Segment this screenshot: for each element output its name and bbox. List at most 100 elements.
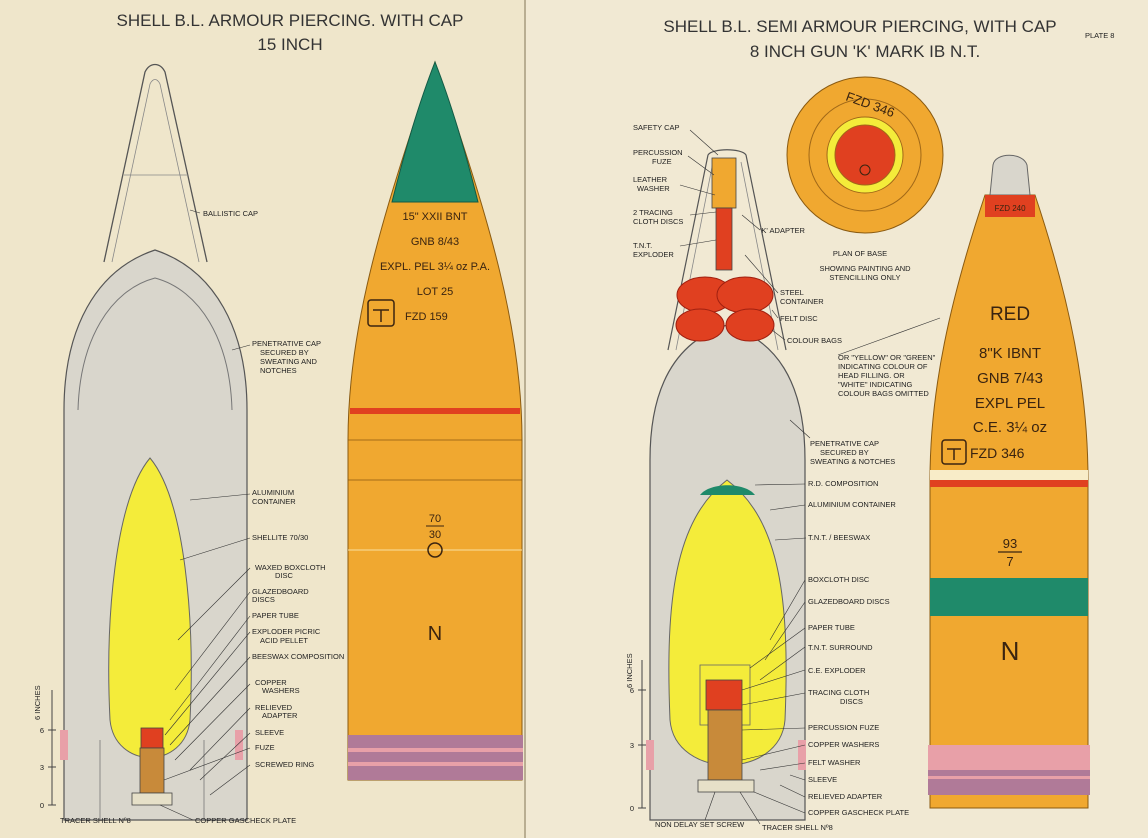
label-exploder-picric: EXPLODER PICRIC <box>252 627 321 636</box>
right-section-shell <box>646 149 806 821</box>
label-penetrative-cap: PENETRATIVE CAP <box>252 339 321 348</box>
label-steel-container: CONTAINER <box>780 297 824 306</box>
left-subtitle: 15 INCH <box>257 35 322 54</box>
left-stencil-3: EXPL. PEL 3¼ oz P.A. <box>380 261 490 273</box>
left-band-pink-right <box>235 730 243 760</box>
label-penetrative-cap-4: NOTCHES <box>260 366 297 375</box>
left-exterior-shell: 15" XXII BNT GNB 8/43 EXPL. PEL 3¼ oz P.… <box>347 60 523 781</box>
label-glazedboard-discs-r: GLAZEDBOARD DISCS <box>808 597 890 606</box>
right-fraction-bottom: 7 <box>1006 554 1013 569</box>
plan-sub-2: STENCILLING ONLY <box>829 273 900 282</box>
label-pen-cap-2: SECURED BY <box>820 448 869 457</box>
label-fuze: FUZE <box>255 743 275 752</box>
label-tracer-shell-r: TRACER SHELL Nº8 <box>762 823 833 832</box>
label-pen-cap: PENETRATIVE CAP <box>810 439 879 448</box>
label-leather-washer: WASHER <box>637 184 670 193</box>
note-line-2: INDICATING COLOUR OF <box>838 362 928 371</box>
label-felt-washer: FELT WASHER <box>808 758 861 767</box>
right-scale-tick-3: 3 <box>630 741 634 750</box>
label-aluminium-container: ALUMINIUM CONTAINER <box>808 500 896 509</box>
label-pen-cap-3: SWEATING & NOTCHES <box>810 457 895 466</box>
left-penetrative-cap-outline <box>77 277 233 411</box>
label-tracer-shell: TRACER SHELL Nº8 <box>60 816 131 825</box>
left-scale: 0 3 6 6 INCHES <box>33 685 56 810</box>
right-exterior-fuze-cap <box>989 154 1031 196</box>
label-copper-washers: COPPER WASHERS <box>808 740 879 749</box>
left-exterior-green-nose <box>391 60 479 203</box>
label-relieved: RELIEVED <box>255 703 293 712</box>
plan-of-base: FZD 346 PLAN OF BASE SHOWING PAINTING AN… <box>786 76 944 282</box>
note-line-4: "WHITE" INDICATING <box>838 380 913 389</box>
right-stencil-6: FZD 346 <box>970 445 1025 461</box>
right-percussion-fuze <box>707 709 743 781</box>
label-penetrative-cap-3: SWEATING AND <box>260 357 318 366</box>
left-leader-lines <box>159 209 251 821</box>
left-stencil-2: GNB 8/43 <box>411 236 459 248</box>
left-exterior-red-band <box>350 408 520 414</box>
label-waxed-boxcloth: WAXED BOXCLOTH <box>255 563 326 572</box>
right-rd-composition <box>700 485 755 495</box>
label-tracing: 2 TRACING <box>633 208 673 217</box>
label-aluminium: ALUMINIUM <box>252 488 294 497</box>
left-stencil-letter: N <box>428 623 442 645</box>
left-gascheck-plate <box>131 792 173 806</box>
right-stencil-4: EXPL PEL <box>975 395 1045 412</box>
label-washers: WASHERS <box>262 686 300 695</box>
label-copper: COPPER <box>255 678 287 687</box>
label-sleeve: SLEEVE <box>255 728 284 737</box>
right-scale-label: 6 INCHES <box>625 653 634 688</box>
label-felt-disc: FELT DISC <box>780 314 818 323</box>
label-paper-tube-r: PAPER TUBE <box>808 623 855 632</box>
left-scale-tick-0: 0 <box>40 801 44 810</box>
right-stencil-5: C.E. 3¼ oz <box>973 419 1047 436</box>
label-colour-bags: COLOUR BAGS <box>787 336 842 345</box>
left-exploder <box>140 727 164 749</box>
base-red-centre <box>834 124 896 186</box>
left-fuze <box>139 747 165 794</box>
note-line-1: OR "YELLOW" OR "GREEN" <box>838 353 936 362</box>
label-boxcloth-disc: BOXCLOTH DISC <box>808 575 870 584</box>
left-ballistic-cap-inner <box>111 79 200 263</box>
label-steel: STEEL <box>780 288 804 297</box>
label-percussion-fuze-top: FUZE <box>652 157 672 166</box>
label-glazedboard: GLAZEDBOARD <box>252 587 309 596</box>
label-gascheck-plate: COPPER GASCHECK PLATE <box>195 816 296 825</box>
right-percussion-fuze-nose <box>711 157 737 209</box>
right-labels: SAFETY CAP PERCUSSION FUZE LEATHER WASHE… <box>633 123 936 832</box>
label-rd-composition: R.D. COMPOSITION <box>808 479 878 488</box>
left-scale-tick-3: 3 <box>40 763 44 772</box>
right-stencil-3: GNB 7/43 <box>977 370 1043 387</box>
plate-number: PLATE 8 <box>1085 31 1114 40</box>
label-paper-tube: PAPER TUBE <box>252 611 299 620</box>
right-broad-arrow-mark <box>941 439 967 465</box>
label-container: CONTAINER <box>252 497 296 506</box>
right-exterior-red-band <box>930 480 1088 487</box>
label-beeswax: BEESWAX COMPOSITION <box>252 652 344 661</box>
label-tracing-cloth-discs: CLOTH DISCS <box>633 217 683 226</box>
right-exterior-pink-band <box>928 745 1090 770</box>
label-tnt-beeswax: T.N.T. / BEESWAX <box>808 533 870 542</box>
left-scale-label: 6 INCHES <box>33 685 42 720</box>
label-sleeve-r: SLEEVE <box>808 775 837 784</box>
left-fraction-top: 70 <box>429 513 441 525</box>
label-percussion: PERCUSSION <box>633 148 683 157</box>
right-scale-tick-0: 0 <box>630 804 634 813</box>
right-exterior-shell: FZD 240 RED 8"K IBNT GNB 7/43 EXPL PEL C… <box>928 154 1090 809</box>
left-stencil-1: 15" XXII BNT <box>402 211 467 223</box>
label-percussion-fuze: PERCUSSION FUZE <box>808 723 879 732</box>
plan-sub-1: SHOWING PAINTING AND <box>819 264 911 273</box>
right-leader-lines <box>679 129 941 825</box>
right-exterior-red-nose <box>985 195 1035 217</box>
label-leather: LEATHER <box>633 175 668 184</box>
note-line-3: HEAD FILLING. OR <box>838 371 905 380</box>
label-tracing-cloth-discs-r: DISCS <box>840 697 863 706</box>
right-scale-tick-6: 6 <box>630 686 634 695</box>
right-stencil-red: RED <box>990 304 1030 325</box>
label-glazedboard-discs: DISCS <box>252 595 275 604</box>
right-title: SHELL B.L. SEMI ARMOUR PIERCING, WITH CA… <box>663 17 1056 36</box>
left-exterior-driving-band <box>348 735 523 780</box>
left-broad-arrow-mark <box>367 299 395 327</box>
label-tracing-cloth: TRACING CLOTH <box>808 688 869 697</box>
right-nose-stencil: FZD 240 <box>994 204 1026 213</box>
